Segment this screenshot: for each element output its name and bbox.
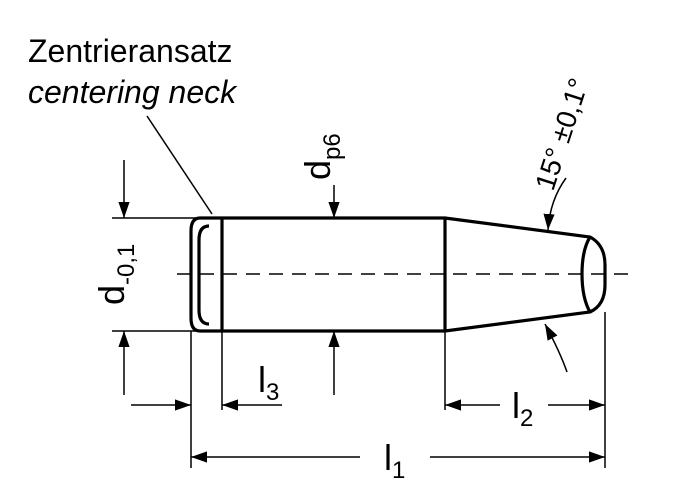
callout-leader-line (146, 115, 213, 215)
d-tol-label: d-0,1 (91, 244, 140, 305)
angle-arrow-top (543, 177, 567, 231)
angle-arrow-bottom (544, 323, 568, 373)
chamfer-line (197, 224, 210, 326)
d-fit-label: dp6 (297, 133, 346, 180)
callout-english-label: centering neck (28, 74, 238, 110)
svg-text:d-0,1: d-0,1 (91, 244, 140, 305)
svg-text:dp6: dp6 (297, 133, 346, 180)
l2-label: l2 (512, 385, 533, 432)
l1-label: l1 (384, 437, 405, 484)
tip-radius-line (580, 236, 592, 313)
callout-german-label: Zentrieransatz (28, 33, 233, 69)
l3-label: l3 (258, 359, 279, 406)
taper-angle-label: 15° ±0,1° (529, 74, 594, 194)
